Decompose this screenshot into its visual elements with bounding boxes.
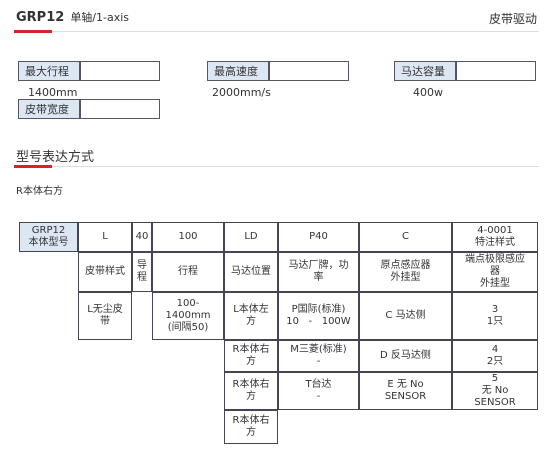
label-origin-sensor: 原点感应器 外挂型: [359, 252, 452, 292]
spec-box-motor: [456, 61, 536, 81]
spec-box-stroke: [80, 61, 160, 81]
section-title: 型号表达方式: [16, 150, 95, 165]
origin-option: C 马达侧: [359, 292, 452, 340]
spec-value-speed: 2000mm/s: [212, 86, 271, 99]
origin-option: D 反马达侧: [359, 340, 452, 372]
axis-subtitle: 单轴/1-axis: [70, 11, 130, 24]
motor-pos-option: R本体右 方: [224, 340, 278, 372]
title-accent: [14, 30, 52, 33]
motor-pos-option: R本体右 方: [224, 372, 278, 410]
label-motor-brand: 马达厂牌，功 率: [278, 252, 359, 292]
head-motor-brand: P40: [278, 222, 359, 252]
head-motor-pos: LD: [224, 222, 278, 252]
label-end-sensor: 端点极限感应 器 外挂型: [452, 252, 538, 292]
spec-label-motor: 马达容量: [394, 61, 456, 81]
stroke-option: 100- 1400mm (间隔50): [152, 292, 224, 340]
spec-box-speed: [269, 61, 349, 81]
brand-option: P国际(标准) 10 - 100W: [278, 292, 359, 340]
brand-option: T台达 -: [278, 372, 359, 410]
label-motor-pos: 马达位置: [224, 252, 278, 292]
section-note: R本体右方: [16, 186, 63, 197]
origin-option: E 无 No SENSOR: [359, 372, 452, 410]
spec-label-belt: 皮带宽度: [18, 99, 80, 119]
motor-pos-option: L本体左 方: [224, 292, 278, 340]
head-body-model: GRP12 本体型号: [19, 222, 78, 252]
spec-label-speed: 最高速度: [207, 61, 269, 81]
spec-box-belt: [80, 99, 160, 119]
head-belt: L: [78, 222, 132, 252]
section-divider: [14, 166, 539, 167]
spec-value-stroke: 1400mm: [28, 86, 78, 99]
label-stroke: 行程: [152, 252, 224, 292]
head-origin-sensor: C: [359, 222, 452, 252]
product-title: GRP12 单轴/1-axis: [16, 9, 129, 25]
head-stroke: 100: [152, 222, 224, 252]
drive-type: 皮带驱动: [488, 12, 537, 26]
title-divider: [14, 31, 539, 32]
end-option: 5 无 No SENSOR: [452, 372, 538, 410]
head-lead: 40: [132, 222, 152, 252]
motor-pos-option: R本体右 方: [224, 410, 278, 444]
label-belt-style: 皮带样式: [78, 252, 132, 292]
section-accent: [14, 165, 52, 168]
product-code: GRP12: [16, 10, 65, 25]
spec-value-motor: 400w: [413, 86, 443, 99]
label-lead: 导 程: [132, 252, 152, 292]
end-option: 3 1只: [452, 292, 538, 340]
brand-option: M三菱(标准) -: [278, 340, 359, 372]
spec-label-stroke: 最大行程: [18, 61, 80, 81]
belt-option: L无尘皮 带: [78, 292, 132, 340]
end-option: 4 2只: [452, 340, 538, 372]
head-special: 4-0001 特注样式: [452, 222, 538, 252]
